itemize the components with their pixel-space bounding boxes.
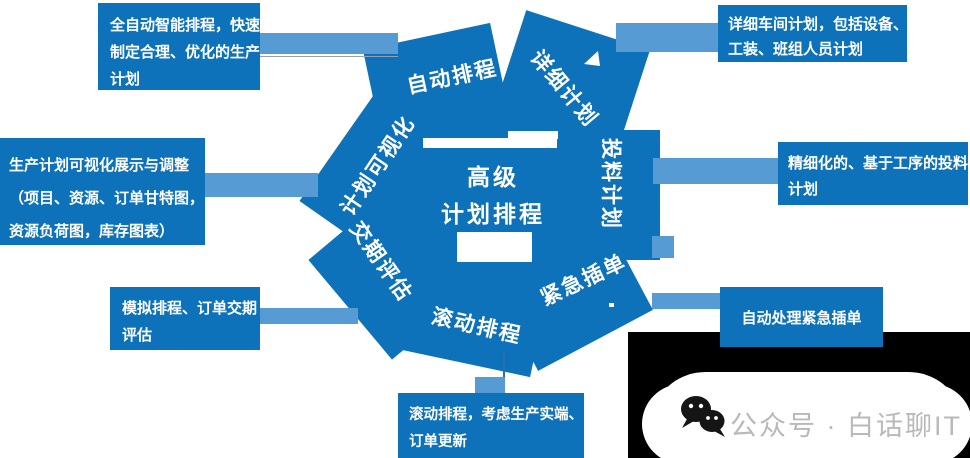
callout-text-line: 评估 — [122, 327, 153, 344]
callout-text-line: 制定合理、优化的生产 — [110, 44, 261, 61]
connector-left — [205, 173, 318, 197]
callout-text-line: 模拟排程、订单交期 — [122, 300, 258, 317]
callout-text-line: 自动处理紧急插单 — [741, 309, 862, 327]
connector-bottom-left — [258, 308, 358, 324]
title-line-2: 计划排程 — [441, 201, 545, 227]
callout-text-line: 资源负荷图，库存图表） — [9, 223, 175, 240]
segment-label-delivery-evaluation: 交期评估 — [344, 217, 417, 307]
segment-label-plan-visualization: 计划可视化 — [336, 111, 420, 220]
connector-top-left — [258, 33, 398, 54]
white-block — [457, 232, 532, 262]
white-bar — [423, 138, 557, 148]
title-line-1: 高级 — [467, 164, 519, 190]
callout-bottom-right: 自动处理紧急插单 — [720, 287, 883, 347]
callout-text-line: 订单更新 — [409, 434, 467, 450]
callout-text-line: 精细化的、基于工序的投料 — [788, 155, 969, 172]
callout-text-line: 计划 — [110, 71, 141, 88]
segment-label-detailed-plan: 详细计划 — [525, 46, 603, 132]
connector-top-right — [616, 23, 718, 52]
callout-top-left: 全自动智能排程，快速 制定合理、优化的生产 计划 — [98, 3, 260, 90]
arrowhead-icon — [584, 51, 600, 66]
callout-bottom-left: 模拟排程、订单交期 评估 — [110, 287, 260, 350]
callout-text-line: （项目、资源、订单甘特图， — [9, 190, 205, 207]
segment-label-urgent-order: 紧急插单 — [537, 250, 631, 311]
callout-left: 生产计划可视化展示与调整 （项目、资源、订单甘特图， 资源负荷图，库存图表） — [0, 138, 205, 245]
arrowhead-icon — [609, 303, 614, 307]
callout-text-line: 生产计划可视化展示与调整 — [9, 157, 190, 174]
segment-label-feeding-plan: 投料计划 — [599, 138, 622, 230]
ring-segment — [530, 130, 660, 260]
connector-bottom-center — [475, 377, 505, 393]
callout-text-line: 滚动排程，考虑生产实端、 — [409, 407, 583, 423]
connector-bottom-center-line — [503, 352, 505, 394]
decor-square — [652, 236, 674, 258]
callout-bottom-center: 滚动排程，考虑生产实端、 订单更新 — [398, 393, 584, 458]
callout-text-line: 工装、班组人员计划 — [728, 41, 864, 58]
callout-top-right: 详细车间计划，包括设备、 工装、班组人员计划 — [718, 5, 909, 62]
callout-text-line: 计划 — [788, 181, 819, 198]
segment-label-auto-scheduling: 自动排程 — [404, 56, 500, 99]
connector-top-left-line — [258, 56, 398, 57]
arrowhead-icon — [331, 99, 346, 113]
diagram-center-title: 高级 计划排程 — [441, 159, 545, 233]
wechat-icon — [681, 396, 725, 437]
wechat-account-name: 公众号 · 白话聊IT — [730, 411, 962, 441]
white-bar — [508, 131, 558, 139]
connector-right — [653, 158, 778, 184]
callout-right: 精细化的、基于工序的投料 计划 — [778, 142, 968, 205]
footer-panel: 公众号 · 白话聊IT — [628, 332, 970, 458]
callout-text-line: 全自动智能排程，快速 — [110, 17, 261, 34]
connector-bottom-right — [652, 293, 720, 309]
segment-label-rolling-scheduling: 滚动排程 — [429, 304, 525, 349]
ring-segment — [402, 222, 558, 378]
callout-text-line: 详细车间计划，包括设备、 — [728, 16, 909, 33]
